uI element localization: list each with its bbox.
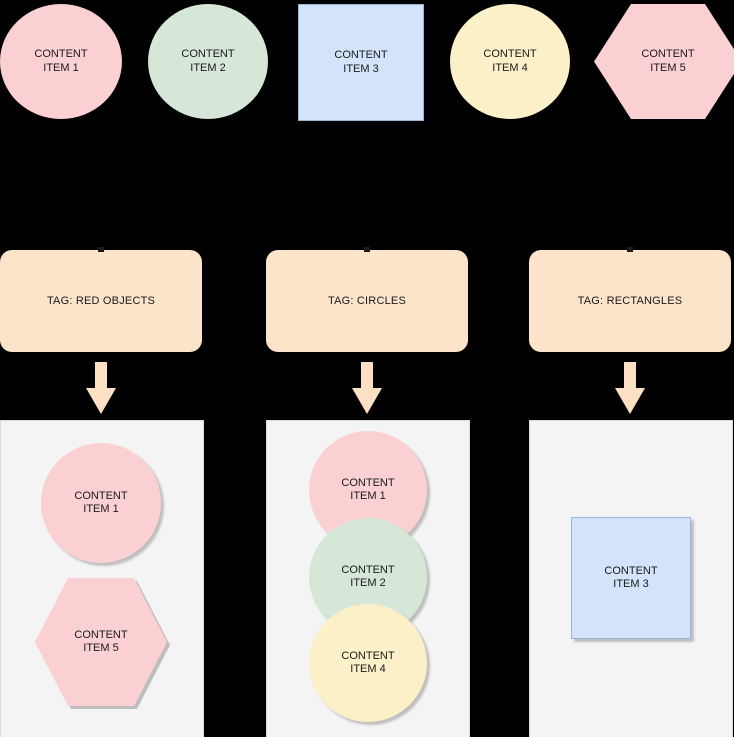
shape-label: CONTENT ITEM 3 xyxy=(334,49,388,75)
shape-label: CONTENT ITEM 5 xyxy=(641,48,695,74)
shape-label: CONTENT ITEM 5 xyxy=(74,628,128,655)
down-arrow-icon-red-objects xyxy=(86,362,116,414)
connector-notch-icon xyxy=(98,247,104,252)
arrow-head xyxy=(615,388,645,414)
down-arrow-icon-circles xyxy=(352,362,382,414)
shape-label: CONTENT ITEM 3 xyxy=(604,564,658,591)
down-arrow-icon-rectangles xyxy=(615,362,645,414)
tag-label: TAG: RED OBJECTS xyxy=(46,295,156,307)
source-shape-content-item-2[interactable]: CONTENT ITEM 2 xyxy=(148,4,268,119)
shape-label: CONTENT ITEM 2 xyxy=(181,48,235,74)
tag-box-red-objects[interactable]: TAG: RED OBJECTS xyxy=(0,247,202,352)
tag-label: TAG: CIRCLES xyxy=(328,295,406,307)
arrow-head xyxy=(86,388,116,414)
shape-label: CONTENT ITEM 4 xyxy=(483,48,537,74)
tag-label: TAG: RECTANGLES xyxy=(577,295,683,307)
result-shape-content-item-3[interactable]: CONTENT ITEM 3 xyxy=(571,517,691,639)
shape-label: CONTENT ITEM 1 xyxy=(74,489,128,516)
shape-label: CONTENT ITEM 1 xyxy=(34,48,88,74)
connector-notch-icon xyxy=(627,247,633,252)
source-shape-content-item-4[interactable]: CONTENT ITEM 4 xyxy=(450,4,570,119)
source-shape-content-item-3[interactable]: CONTENT ITEM 3 xyxy=(298,4,424,121)
shape-label: CONTENT ITEM 4 xyxy=(341,649,395,676)
connector-notch-icon xyxy=(364,247,370,252)
result-shape-content-item-4[interactable]: CONTENT ITEM 4 xyxy=(309,604,427,722)
result-shape-content-item-1[interactable]: CONTENT ITEM 1 xyxy=(41,443,161,563)
shape-label: CONTENT ITEM 2 xyxy=(341,563,395,590)
tag-box-rectangles[interactable]: TAG: RECTANGLES xyxy=(529,247,731,352)
tag-box-circles[interactable]: TAG: CIRCLES xyxy=(266,247,468,352)
arrow-stem xyxy=(624,362,636,390)
source-shape-content-item-5[interactable]: CONTENT ITEM 5 xyxy=(594,4,734,119)
shape-label: CONTENT ITEM 1 xyxy=(341,476,395,503)
arrow-stem xyxy=(95,362,107,390)
source-shape-content-item-1[interactable]: CONTENT ITEM 1 xyxy=(0,4,122,119)
arrow-head xyxy=(352,388,382,414)
arrow-stem xyxy=(361,362,373,390)
